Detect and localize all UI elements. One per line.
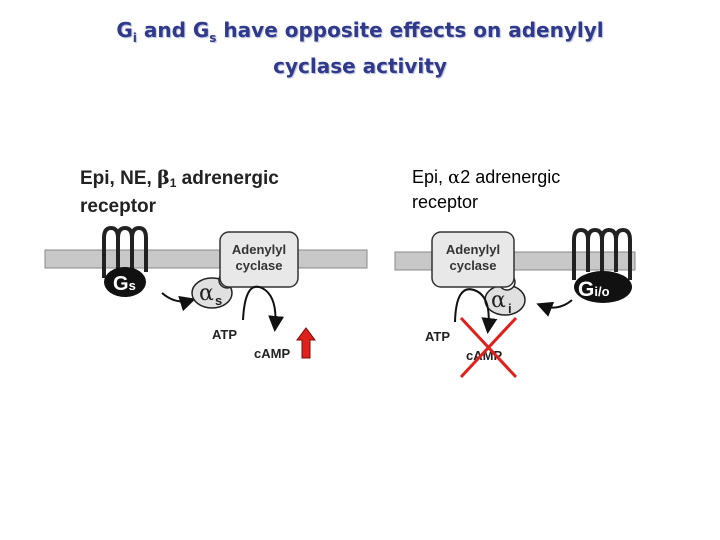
left-reaction-arrow [242,285,285,332]
left-enzyme-line2: cyclase [236,258,283,273]
right-enzyme-line1: Adenylyl [446,242,500,257]
right-activation-arrow [536,299,573,317]
right-atp-label: ATP [425,329,450,344]
right-reaction-arrow [454,288,498,334]
left-receptor-label: Epi, NE, β1 adrenergic receptor [80,167,279,217]
left-atp-label: ATP [212,327,237,342]
left-g-protein-label: Gs [113,273,136,295]
right-g-protein [574,271,632,303]
right-receptor-label: Epi, α2 adrenergic receptor [412,167,561,212]
inhibition-cross-icon-2 [459,316,518,379]
left-camp-label: cAMP [254,346,290,361]
left-g-protein [104,267,146,297]
left-alpha-sub: s [215,293,222,308]
right-alpha-label: α [491,288,506,313]
increase-arrow-icon [296,327,316,359]
left-alpha-label: α [199,281,214,306]
right-enzyme-line2: cyclase [450,258,497,273]
right-alpha-sub: i [508,301,512,316]
left-membrane [44,249,368,269]
title-line-2: cyclase activity [273,54,447,78]
slide-title: Gi and Gs have opposite effects on adeny… [0,16,720,80]
left-enzyme-line1: Adenylyl [232,242,286,257]
title-line-1: Gi and Gs have opposite effects on adeny… [116,18,604,45]
left-receptor-icon [102,225,148,278]
right-adenylyl-cyclase [431,231,515,288]
right-membrane [394,251,636,271]
right-g-protein-label: Gi/o [578,278,610,301]
right-receptor-icon [572,227,632,280]
left-activation-arrow [161,292,196,312]
